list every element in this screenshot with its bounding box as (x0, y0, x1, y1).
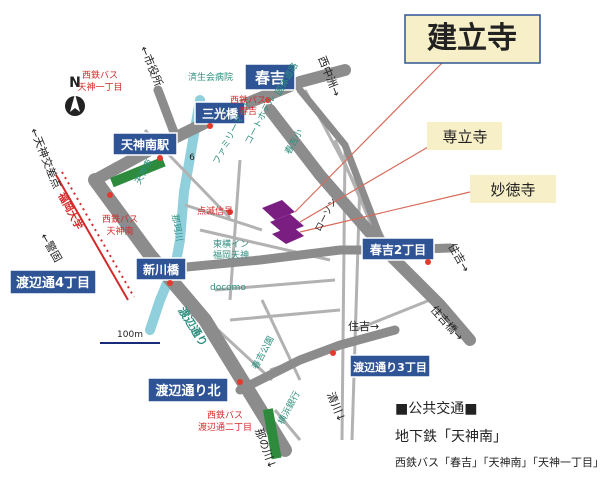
temple-buildings[interactable] (262, 200, 304, 244)
svg-text:春吉公園: 春吉公園 (249, 334, 277, 371)
svg-text:清川↓: 清川↓ (324, 390, 348, 424)
intersection-kasuga2[interactable]: 春吉2丁目 (361, 237, 435, 261)
svg-text:横浜銀行: 横浜銀行 (275, 389, 303, 426)
intersection-sanko-bashi[interactable]: 三光橋 (194, 101, 246, 125)
svg-text:←天神交差点: ←天神交差点 (27, 126, 64, 191)
bus-stop-tenjin1-l1: 西鉄バス (82, 69, 118, 81)
svg-text:docomo: docomo (210, 283, 246, 293)
temple-callout-sub2[interactable]: 妙徳寺 (470, 175, 556, 203)
svg-text:春吉: 春吉 (255, 69, 285, 87)
bus-stop-tenjin-minami-l1: 西鉄バス (102, 213, 138, 225)
svg-text:渡辺通り北: 渡辺通り北 (155, 383, 220, 399)
bus-stop-kasuga-l1: 西鉄バス (230, 94, 266, 106)
temple-name-sub2: 妙徳寺 (490, 181, 535, 199)
svg-text:東横イン: 東横イン (213, 238, 249, 250)
svg-text:福岡大学: 福岡大学 (55, 189, 86, 231)
intersection-watanabe4[interactable]: 渡辺通4丁目 (9, 269, 97, 295)
svg-text:渡辺通4丁目: 渡辺通4丁目 (16, 275, 90, 291)
subway-platform-2 (263, 408, 282, 460)
svg-text:三光橋: 三光橋 (202, 106, 239, 121)
temple-callout-main[interactable]: 建立寺 (404, 14, 541, 64)
svg-text:春吉2丁目: 春吉2丁目 (369, 242, 426, 257)
transport-line2: 西鉄バス「春吉」「天神南」「天神一丁目」 (395, 455, 600, 469)
temple-name-main: 建立寺 (427, 21, 517, 56)
svg-text:6: 6 (189, 153, 195, 163)
callout-lines (294, 59, 471, 233)
bus-stop-tenjin1-l2: 天神一丁目 (77, 81, 122, 93)
subway-platform-1 (109, 157, 166, 188)
temple-name-sub1: 専立寺 (442, 128, 487, 146)
svg-text:100m: 100m (117, 330, 143, 340)
bus-stop-kasuga-l2: 春吉 (239, 105, 257, 117)
svg-text:住吉→: 住吉→ (445, 241, 473, 275)
intersection-watanabe-kita[interactable]: 渡辺通り北 (147, 377, 229, 403)
bus-stop-watanabe2-l2: 渡辺通二丁目 (198, 421, 252, 433)
intersection-shinkawa-bashi[interactable]: 新川橋 (135, 257, 187, 281)
north-label: N (69, 75, 81, 91)
traffic-signals (107, 97, 431, 385)
river (145, 95, 205, 335)
svg-text:←市役所: ←市役所 (137, 44, 166, 88)
transport-line1: 地下鉄「天神南」 (395, 429, 507, 445)
bus-stop-labels: 西鉄バス 天神一丁目 西鉄バス 春吉 西鉄バス 天神南 西鉄バス 渡辺通二丁目 (77, 69, 266, 433)
svg-text:新川橋: 新川橋 (143, 262, 180, 277)
svg-text:渡辺通り3丁目: 渡辺通り3丁目 (353, 360, 427, 374)
scale-bar: 100m (100, 330, 160, 344)
svg-text:住吉→: 住吉→ (348, 319, 379, 333)
intersection-watanabe3[interactable]: 渡辺通り3丁目 (349, 354, 431, 378)
transport-info: ■公共交通■ 地下鉄「天神南」 西鉄バス「春吉」「天神南」「天神一丁目」 (395, 400, 600, 469)
bus-stop-tenjin-minami-l2: 天神南 (106, 225, 133, 237)
transport-title: ■公共交通■ (395, 400, 477, 417)
intersection-kasuga[interactable]: 春吉 (244, 63, 296, 91)
temple-callout-sub1[interactable]: 専立寺 (427, 122, 502, 150)
svg-text:天神南駅: 天神南駅 (121, 137, 170, 152)
railway (55, 171, 135, 301)
intersection-tenjin-minami-eki[interactable]: 天神南駅 (112, 132, 178, 156)
north-arrow: N (65, 75, 85, 116)
bus-stop-watanabe2-l1: 西鉄バス (207, 409, 243, 421)
svg-text:ローソン: ローソン (314, 197, 340, 233)
svg-text:←警固: ←警固 (37, 231, 65, 265)
svg-text:済生会病院: 済生会病院 (188, 71, 233, 83)
svg-text:福岡天神: 福岡天神 (213, 249, 249, 261)
svg-text:那珂川: 那珂川 (169, 214, 185, 243)
svg-text:点滅信号: 点滅信号 (197, 205, 233, 217)
